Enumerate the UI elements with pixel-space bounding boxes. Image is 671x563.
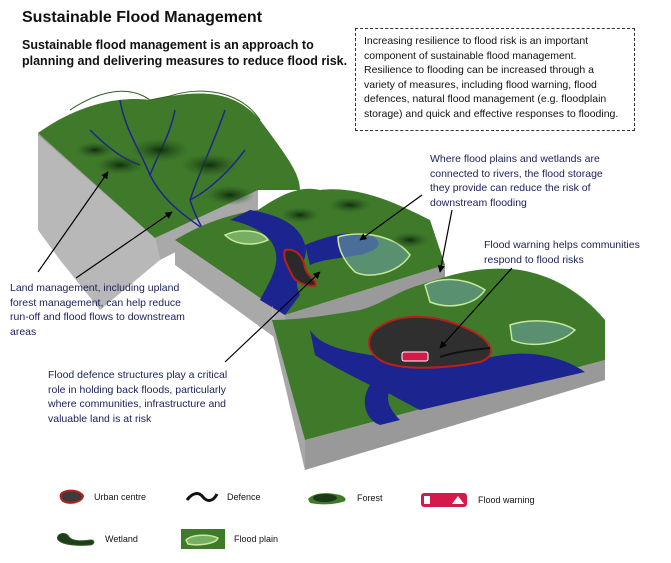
forest-icon	[308, 493, 346, 505]
flood-plain-icon	[181, 529, 225, 549]
legend-wetland: Wetland	[55, 530, 138, 548]
lower-block	[272, 268, 605, 470]
callout-land-management: Land management, including upland forest…	[10, 282, 185, 338]
info-box: Increasing resilience to flood risk is a…	[355, 28, 635, 131]
page-subtitle: Sustainable flood management is an appro…	[22, 38, 348, 68]
legend-label: Forest	[357, 493, 383, 503]
page-title: Sustainable Flood Management	[22, 9, 263, 26]
callout-arrows	[37, 171, 513, 363]
middle-forest	[280, 197, 430, 248]
upland-forest	[75, 138, 255, 205]
urban-centre-icon	[59, 489, 85, 504]
callout-flood-plains: Where flood plains and wetlands are conn…	[430, 153, 603, 209]
legend-flood-warning: Flood warning	[420, 492, 535, 508]
legend-label: Flood warning	[478, 495, 535, 505]
legend-defence: Defence	[185, 490, 261, 504]
wetland-icon	[56, 533, 95, 546]
legend-flood-plain: Flood plain	[180, 528, 278, 550]
flood-warning-icon	[421, 493, 467, 507]
legend-forest: Forest	[305, 490, 383, 506]
legend-label: Flood plain	[234, 534, 279, 544]
legend-label: Defence	[227, 492, 261, 502]
callout-flood-warning: Flood warning helps communities respond …	[484, 239, 640, 266]
legend-label: Wetland	[105, 534, 138, 544]
legend-urban-centre: Urban centre	[58, 488, 146, 506]
legend-label: Urban centre	[94, 492, 147, 502]
callout-flood-defence: Flood defence structures play a critical…	[48, 369, 228, 425]
defence-icon	[185, 492, 219, 502]
